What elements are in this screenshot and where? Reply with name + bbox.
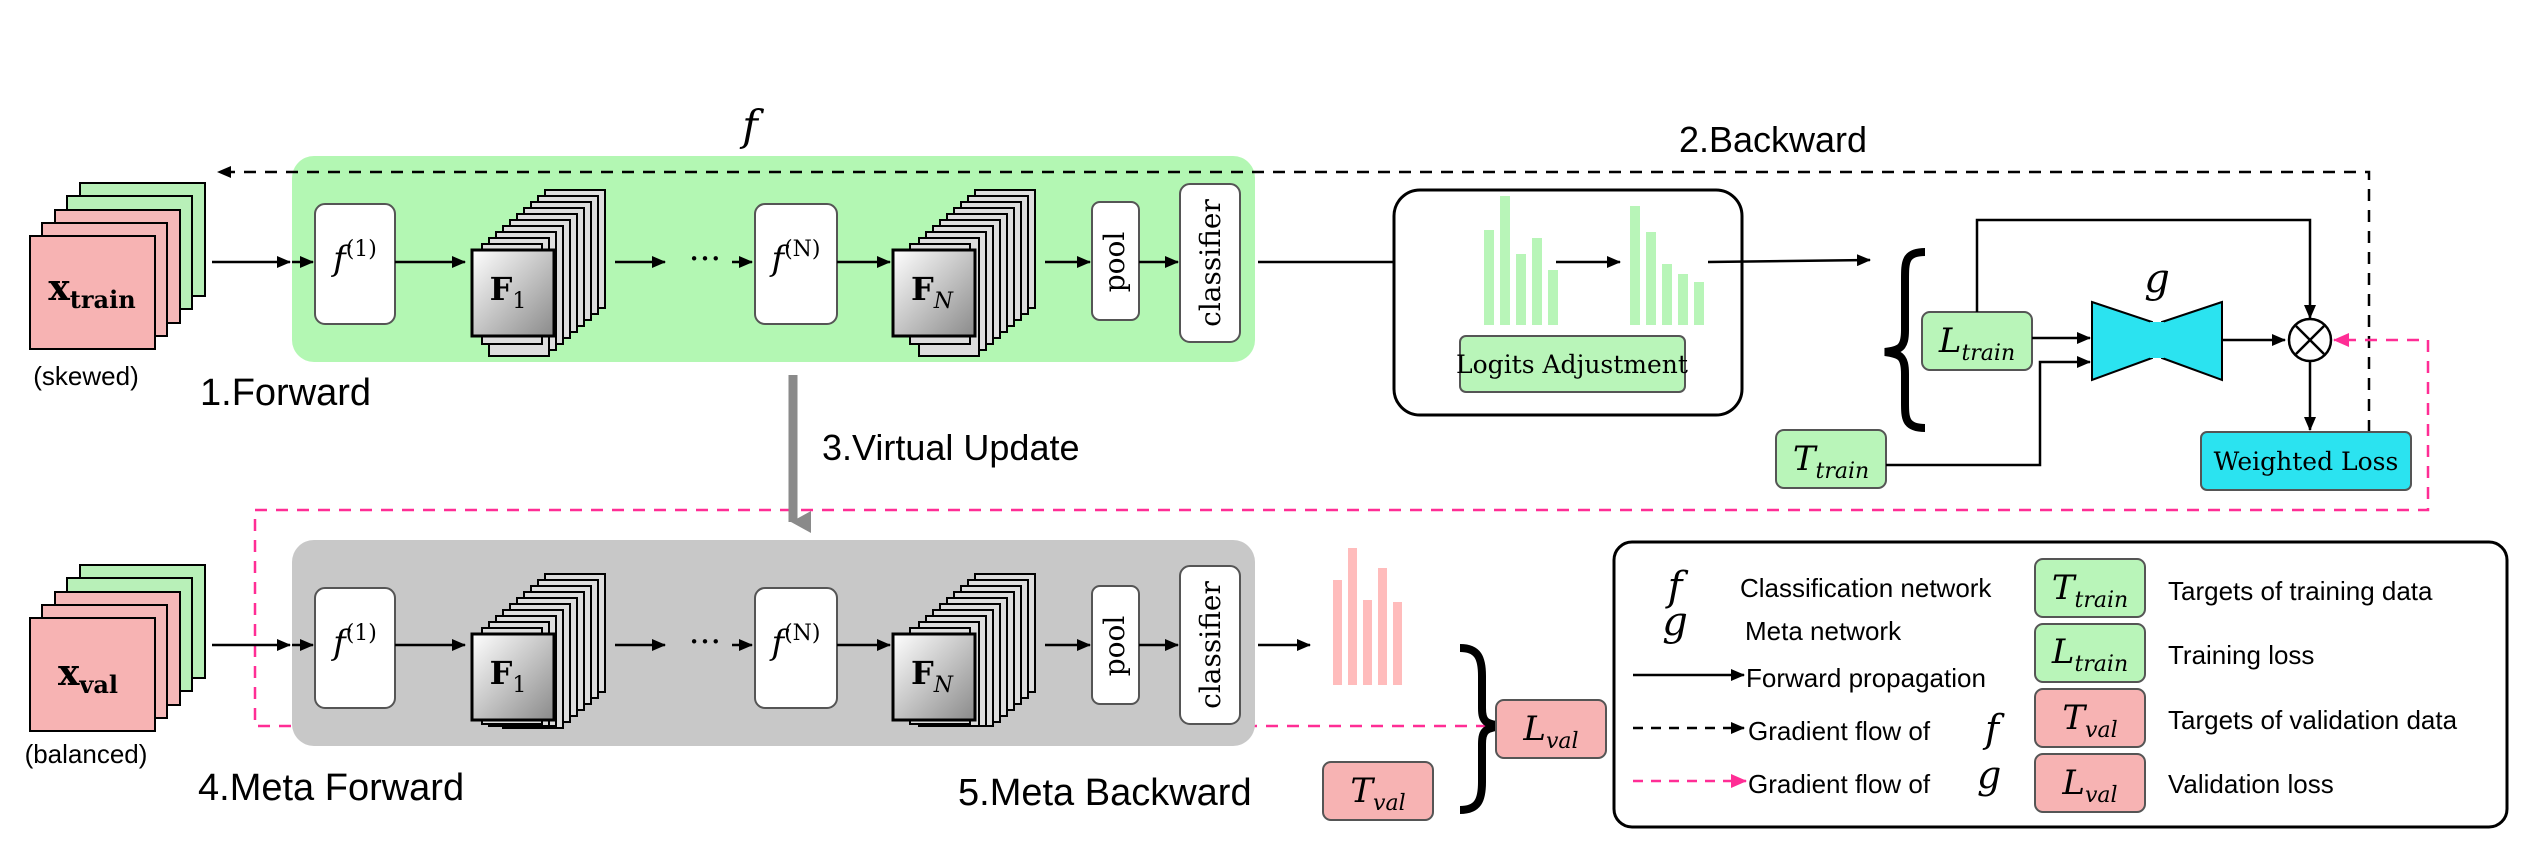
feature-map-fN-meta: FN (891, 573, 1036, 727)
legend-T-train (2034, 558, 2146, 618)
svg-text:F1: F1 (490, 270, 527, 314)
weighted-loss-box (2200, 431, 2412, 491)
T-val-box (1322, 761, 1434, 821)
ellipsis-top: ··· (689, 239, 721, 279)
svg-text:Ttrain: Ttrain (2052, 568, 2128, 613)
feature-map-fN: FN (891, 189, 1036, 357)
svg-text:Lval: Lval (2061, 763, 2117, 808)
logits-adjustment-label: Logits Adjustment (1456, 350, 1688, 379)
feature-map-f1-meta: F1 (470, 573, 606, 729)
pink-bars (1333, 548, 1402, 685)
meta-backward-label: 5.Meta Backward (958, 772, 1252, 814)
feature-map-f1: F1 (470, 189, 606, 357)
legend-targets-validation: Targets of validation data (2168, 705, 2458, 735)
classifier-block-top (1179, 183, 1241, 343)
legend-gradient-g-symbol: g (1977, 753, 2001, 797)
legend-validation-loss: Validation loss (2168, 769, 2334, 799)
legend-meta-network: Meta network (1745, 616, 1902, 646)
gradient-g-path (253, 333, 2430, 728)
classifier-label-bottom: classifier (1194, 581, 1227, 709)
classifier-label-top: classifier (1194, 199, 1227, 327)
f1-block: f(1) (314, 203, 396, 325)
svg-text:xval: xval (58, 652, 118, 699)
gradient-f-path (217, 166, 2371, 432)
svg-text:Lval: Lval (1522, 709, 1578, 754)
legend-L-train (2034, 623, 2146, 683)
svg-text:Ltrain: Ltrain (1938, 321, 2015, 366)
ellipsis-bottom: ··· (689, 622, 721, 662)
balanced-label: (balanced) (25, 739, 148, 769)
pool-label-top: pool (1098, 232, 1131, 293)
legend-training-loss: Training loss (2168, 640, 2314, 670)
meta-network-g (2091, 300, 2153, 382)
svg-text:Tval: Tval (2062, 698, 2117, 743)
green-bars-after (1630, 206, 1704, 325)
x-train-base: x (48, 267, 70, 309)
svg-text:FN: FN (911, 270, 954, 314)
legend-gradient-flow-f: Gradient flow of (1748, 716, 1931, 746)
forward-label: 1.Forward (200, 372, 371, 414)
svg-text:Ltrain: Ltrain (2051, 632, 2128, 677)
fN-block: f(N) (754, 203, 838, 325)
green-bars-before (1484, 196, 1558, 325)
legend-T-val (2034, 688, 2146, 748)
legend-gradient-flow-g: Gradient flow of (1748, 769, 1931, 799)
legend-panel (1612, 540, 2509, 829)
brace-top (1884, 248, 1926, 432)
x-train-stack: xtrain (29, 182, 206, 350)
f1-block-meta: f(1) (314, 587, 396, 709)
svg-text:f(1): f(1) (330, 621, 377, 663)
svg-text:Ttrain: Ttrain (1793, 439, 1869, 484)
legend-forward-propagation: Forward propagation (1746, 663, 1986, 693)
logits-adjustment-button (1459, 335, 1686, 393)
virtual-update-label: 3.Virtual Update (822, 427, 1080, 468)
svg-text:Tval: Tval (1350, 771, 1405, 816)
backward-label: 2.Backward (1679, 119, 1867, 160)
svg-text:f(N): f(N) (768, 621, 820, 663)
g-label: g (2144, 256, 2170, 302)
x-val-stack: xval (29, 564, 206, 732)
svg-text:F1: F1 (490, 654, 527, 698)
pool-label-bottom: pool (1098, 616, 1131, 677)
skewed-label: (skewed) (33, 361, 138, 391)
classifier-block-bottom (1179, 565, 1241, 725)
legend-g-symbol: g (1662, 599, 1688, 645)
weighted-loss-label: Weighted Loss (2214, 447, 2399, 476)
legend-classification-network: Classification network (1740, 573, 1992, 603)
multiply-icon (2287, 317, 2333, 363)
fN-block-meta: f(N) (754, 587, 838, 709)
T-train-box (1775, 429, 1887, 489)
svg-text:xtrain: xtrain (48, 267, 135, 314)
meta-forward-label: 4.Meta Forward (198, 767, 464, 809)
svg-text:FN: FN (911, 654, 954, 698)
x-train-sub: train (70, 285, 136, 314)
f-top-label: f (739, 101, 764, 150)
legend-targets-training: Targets of training data (2168, 576, 2433, 606)
L-val-box (1495, 699, 1607, 759)
legend-L-val (2034, 753, 2146, 813)
